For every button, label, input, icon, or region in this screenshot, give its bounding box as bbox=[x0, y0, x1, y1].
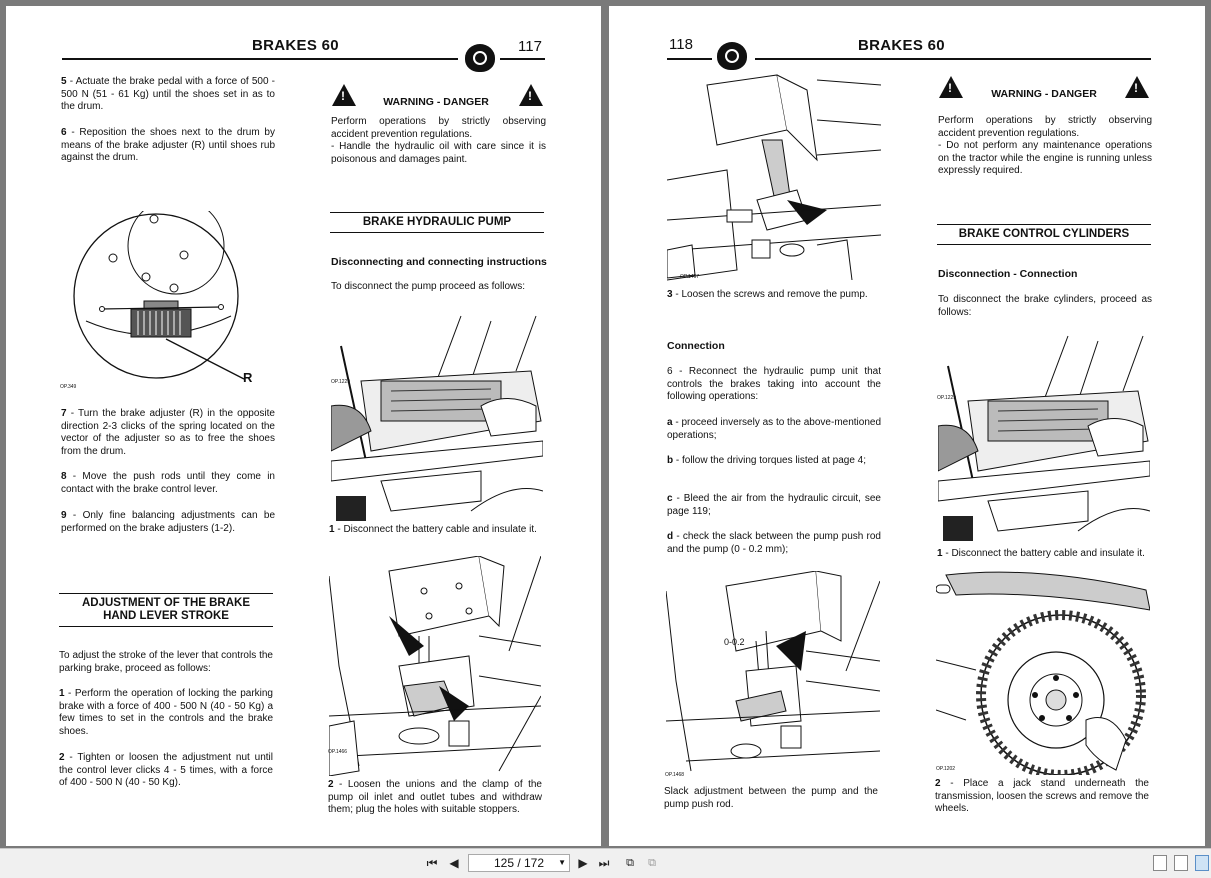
warning-triangle-icon bbox=[1125, 76, 1149, 98]
paragraph-intro: To disconnect the brake cylinders, proce… bbox=[938, 294, 1152, 318]
warning-text: Perform operations by strictly observing… bbox=[938, 115, 1152, 177]
caption-slack: Slack adjustment between the pump and th… bbox=[664, 786, 878, 810]
header-rule bbox=[62, 58, 458, 60]
figure-code: OP.1467 bbox=[680, 274, 700, 280]
continuous-view-icon[interactable] bbox=[1174, 855, 1188, 871]
warning-triangle-icon bbox=[332, 84, 356, 106]
paragraph-step-1: 1 - Perform the operation of locking the… bbox=[59, 688, 273, 737]
page-indicator: 125 / 172 bbox=[493, 856, 545, 870]
single-page-view-icon[interactable] bbox=[1153, 855, 1167, 871]
section-heading-hand-lever: ADJUSTMENT OF THE BRAKE HAND LEVER STROK… bbox=[59, 593, 273, 627]
caption-step-2: 2 - Loosen the unions and the clamp of t… bbox=[328, 779, 542, 816]
paragraph-step-7: 7 - Turn the brake adjuster (R) in the o… bbox=[61, 408, 275, 457]
brand-logo-icon bbox=[465, 44, 495, 72]
paragraph-intro: To disconnect the pump proceed as follow… bbox=[331, 281, 525, 292]
wheel-removal-figure bbox=[936, 570, 1150, 775]
go-forward-view-icon[interactable]: ⧉ bbox=[648, 857, 656, 869]
next-page-icon[interactable]: ▶ bbox=[578, 856, 588, 870]
figure-code: OP.1468 bbox=[665, 772, 685, 778]
warning-text: Perform operations by strictly observing… bbox=[331, 116, 546, 165]
header-rule bbox=[667, 58, 712, 60]
warning-triangle-icon bbox=[939, 76, 963, 98]
brake-drum-figure bbox=[66, 211, 266, 391]
paragraph-step-2: 2 - Tighten or loosen the adjustment nut… bbox=[59, 752, 273, 789]
caption-step-1: 1 - Disconnect the battery cable and ins… bbox=[329, 524, 537, 535]
right-page: 118 BRAKES 60 OP.1467 3 - Loosen the scr… bbox=[609, 6, 1205, 846]
subheading-disconnection: Disconnection - Connection bbox=[938, 268, 1078, 280]
paragraph-step-9: 9 - Only fine balancing adjustments can … bbox=[61, 510, 275, 534]
section-heading-brake-control-cylinders: BRAKE CONTROL CYLINDERS bbox=[937, 224, 1151, 245]
figure-code: OP.1229 bbox=[937, 395, 957, 401]
figure-code: OP.1229 bbox=[331, 379, 351, 385]
go-back-view-icon[interactable]: ⧉ bbox=[626, 857, 634, 869]
two-page-view-icon[interactable] bbox=[1195, 855, 1209, 871]
figure-code: OP.349 bbox=[60, 384, 77, 390]
warning-triangle-icon bbox=[519, 84, 543, 106]
header-rule bbox=[500, 58, 545, 60]
page-number-input[interactable]: 125 / 172 ▼ bbox=[468, 854, 570, 872]
warning-title: WARNING - DANGER bbox=[383, 96, 489, 108]
caption-step-3: 3 - Loosen the screws and remove the pum… bbox=[667, 289, 868, 300]
figure-label-r: R bbox=[243, 370, 253, 385]
chevron-down-icon: ▼ bbox=[558, 858, 566, 867]
caption-step-2: 2 - Place a jack stand underneath the tr… bbox=[935, 778, 1149, 815]
brand-logo-icon bbox=[717, 42, 747, 70]
left-page: BRAKES 60 117 5 - Actuate the brake peda… bbox=[6, 6, 601, 846]
paragraph-step-6: 6 - Reconnect the hydraulic pump unit th… bbox=[667, 366, 881, 403]
pump-unions-figure bbox=[329, 556, 541, 776]
viewer-toolbar: ⏮ ◀ 125 / 172 ▼ ▶ ⏭ ⧉ ⧉ bbox=[0, 848, 1211, 878]
page-number: 118 bbox=[669, 36, 693, 53]
figure-code: OP.1202 bbox=[936, 766, 956, 772]
paragraph-step-8: 8 - Move the push rods until they come i… bbox=[61, 471, 275, 495]
paragraph-step-c: c - Bleed the air from the hydraulic cir… bbox=[667, 493, 881, 517]
paragraph-step-d: d - check the slack between the pump pus… bbox=[667, 531, 881, 555]
header-rule bbox=[755, 58, 1151, 60]
last-page-icon[interactable]: ⏭ bbox=[598, 856, 610, 870]
page-header-title: BRAKES 60 bbox=[858, 37, 945, 54]
subheading-connection: Connection bbox=[667, 340, 725, 352]
subheading: Disconnecting and connecting instruction… bbox=[331, 256, 547, 268]
section-heading-brake-hydraulic-pump: BRAKE HYDRAULIC PUMP bbox=[330, 212, 544, 233]
page-header-title: BRAKES 60 bbox=[252, 37, 339, 54]
paragraph-step-6: 6 - Reposition the shoes next to the dru… bbox=[61, 127, 275, 164]
paragraph-step-5: 5 - Actuate the brake pedal with a force… bbox=[61, 76, 275, 113]
warning-title: WARNING - DANGER bbox=[991, 88, 1097, 100]
figure-code: OP.1466 bbox=[328, 749, 348, 755]
first-page-icon[interactable]: ⏮ bbox=[426, 856, 438, 870]
caption-step-1: 1 - Disconnect the battery cable and ins… bbox=[937, 548, 1145, 559]
paragraph-step-a: a - proceed inversely as to the above-me… bbox=[667, 417, 882, 441]
pump-removal-figure bbox=[667, 70, 881, 282]
paragraph-intro: To adjust the stroke of the lever that c… bbox=[59, 650, 273, 674]
figure-label-slack: 0-0.2 bbox=[724, 637, 745, 647]
paragraph-step-b: b - follow the driving torques listed at… bbox=[667, 455, 866, 466]
slack-adjustment-figure bbox=[666, 571, 880, 781]
prev-page-icon[interactable]: ◀ bbox=[449, 856, 459, 870]
battery-figure bbox=[331, 311, 543, 523]
battery-figure bbox=[938, 331, 1150, 543]
page-number: 117 bbox=[518, 38, 542, 55]
